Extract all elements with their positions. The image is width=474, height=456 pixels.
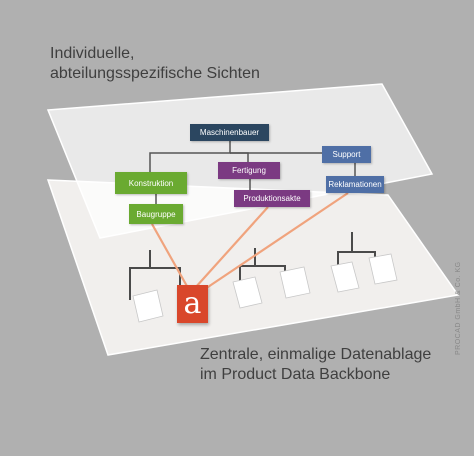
top-layer-plane: [46, 83, 434, 239]
document-icons: [132, 253, 398, 323]
node-support: Support: [322, 146, 371, 163]
node-baugruppe: Baugruppe: [129, 204, 183, 224]
procad-logo-icon: a: [177, 285, 208, 323]
top-caption-line-1: Individuelle,: [50, 45, 135, 62]
top-caption-line-2: abteilungsspezifische Sichten: [50, 65, 260, 82]
node-konstruktion: Konstruktion: [115, 172, 187, 194]
document-icon: [132, 289, 164, 323]
bottom-caption-line-2: im Product Data Backbone: [200, 366, 391, 383]
copyright-label: PROCAD GmbH & Co. KG: [455, 261, 462, 355]
node-reklamationen: Reklamationen: [326, 176, 384, 193]
top-layer-caption: Individuelle, abteilungsspezifische Sich…: [50, 44, 260, 84]
node-maschinenbauer: Maschinenbauer: [190, 124, 269, 141]
bottom-caption-line-1: Zentrale, einmalige Datenablage: [200, 346, 432, 363]
document-icon: [330, 261, 360, 293]
node-produktionsakte: Produktionsakte: [234, 190, 310, 207]
document-icon: [368, 253, 398, 285]
node-fertigung: Fertigung: [218, 162, 280, 179]
view-to-storage-links: [151, 192, 349, 290]
bottom-layer-caption: Zentrale, einmalige Datenablage im Produ…: [200, 345, 431, 385]
document-icon: [232, 276, 263, 309]
document-icon: [279, 266, 311, 299]
